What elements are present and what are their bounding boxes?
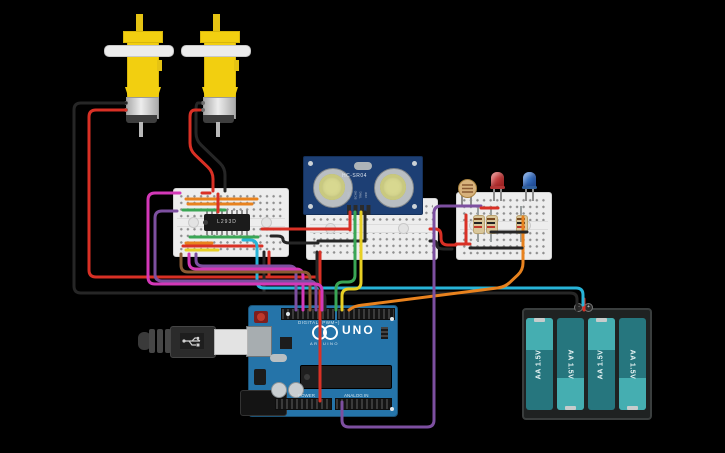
usb-port[interactable]: [246, 326, 272, 357]
power-header-label: POWER: [298, 393, 316, 398]
usb-plug[interactable]: [138, 326, 248, 358]
motor-terminal[interactable]: [124, 108, 128, 112]
motor-terminal[interactable]: [201, 101, 205, 105]
arduino-label: ARDUINO: [310, 341, 339, 346]
dc-gearmotor-right[interactable]: [181, 8, 251, 144]
sensor-crystal: [354, 162, 372, 170]
capacitor: [271, 382, 287, 398]
motor-shaft: [213, 14, 220, 34]
motor-shaft: [136, 14, 143, 34]
screw-hole: [412, 204, 417, 209]
ic-legs: [206, 231, 248, 235]
resistor[interactable]: [516, 206, 528, 242]
motor-driver-ic[interactable]: L293D: [203, 214, 250, 231]
breadboard-thumb-mark: [325, 223, 336, 234]
ldr-squiggle-icon: [462, 184, 473, 193]
screw-hole: [308, 161, 313, 166]
usb-strain-relief: [157, 329, 163, 353]
mounting-hole: [390, 317, 394, 321]
motor-skirt: [202, 87, 238, 98]
resistor[interactable]: [486, 206, 498, 242]
usb-trident-icon: [180, 333, 204, 349]
breadboard-thumb-mark: [188, 217, 199, 228]
motor-terminal[interactable]: [201, 108, 205, 112]
wire-gnd-black-to-pin[interactable]: [315, 250, 327, 312]
battery-cell: AA 1.5V: [619, 318, 646, 410]
atmega-chip: [300, 365, 392, 389]
sensor-label: HC-SR04: [342, 173, 367, 179]
motor-terminal[interactable]: [124, 101, 128, 105]
motor-rear-shaft: [139, 122, 143, 137]
ldr-disc: [458, 179, 477, 198]
sensor-pin-label: VCC: [364, 191, 369, 199]
wire-bundle-brown[interactable]: [179, 252, 312, 312]
screw-hole: [308, 204, 313, 209]
transistor: [254, 369, 266, 385]
wire-bundle-magenta-1[interactable]: [187, 252, 305, 312]
led-leg: [493, 189, 495, 201]
ultrasonic-receiver: [374, 168, 414, 208]
usb-plug-body: [170, 326, 216, 358]
battery-cell-label: AA 1.5V: [597, 349, 605, 380]
motor-skirt: [125, 87, 161, 98]
analog-header[interactable]: [335, 398, 392, 410]
breadboard-thumb-mark: [261, 217, 272, 228]
ic-notch: [203, 220, 208, 225]
usb-metal-tip: [214, 329, 248, 355]
power-header[interactable]: [275, 398, 332, 410]
battery-pack[interactable]: − + AA 1.5V AA 1.5V AA 1.5V AA 1.5V: [522, 303, 652, 420]
wire-bundle-purple-1[interactable]: [194, 252, 298, 312]
ic-label: L293D: [217, 219, 237, 225]
voltage-regulator: [280, 337, 292, 349]
sensor-pins[interactable]: [347, 205, 373, 215]
led-red[interactable]: [490, 172, 505, 204]
battery-cell-label: AA 1.5V: [566, 349, 574, 380]
arduino-logo-icon: [312, 325, 338, 340]
reset-button[interactable]: [254, 311, 268, 323]
usb-strain-relief: [165, 329, 171, 353]
motor-gearbox: [200, 31, 240, 43]
dc-gearmotor-left[interactable]: [104, 8, 174, 144]
led-flange: [490, 186, 505, 189]
sensor-pin-label: ECHO: [353, 190, 358, 200]
led-blue[interactable]: [522, 172, 537, 204]
mounting-hole: [286, 312, 290, 316]
motor-axle: [104, 45, 174, 57]
mounting-hole: [390, 407, 394, 411]
uno-label: UNO: [342, 323, 375, 337]
battery-cell: AA 1.5V: [588, 318, 615, 410]
motor-axle: [181, 45, 251, 57]
led-flange: [522, 186, 537, 189]
sensor-pin-label: TRIG: [358, 191, 363, 199]
led-leg: [525, 189, 527, 201]
screw-hole: [412, 161, 417, 166]
battery-cell: AA 1.5V: [557, 318, 584, 410]
led-leg: [500, 189, 502, 201]
battery-cell-label: AA 1.5V: [535, 349, 543, 380]
motor-nub: [234, 60, 239, 71]
digital-header-right[interactable]: [337, 308, 395, 320]
crystal-oscillator: [270, 354, 287, 362]
usb-cable-end: [138, 332, 151, 350]
motor-gearbox: [123, 31, 163, 43]
sensor-pin-label: GND: [346, 191, 351, 199]
ultrasonic-sensor[interactable]: HC-SR04 GND ECHO TRIG VCC: [303, 156, 423, 215]
arduino-uno[interactable]: DIGITAL (PWM~) UNO ARDUINO POWER ANALOG …: [240, 303, 398, 417]
led-leg: [532, 189, 534, 201]
battery-cell: AA 1.5V: [526, 318, 553, 410]
capacitor: [288, 382, 304, 398]
motor-rear-shaft: [216, 122, 220, 137]
photoresistor[interactable]: [457, 179, 477, 205]
usb-strain-relief: [149, 329, 155, 353]
motor-nub: [157, 60, 162, 71]
icsp-header[interactable]: [381, 327, 388, 339]
breadboard-thumb-mark: [398, 223, 409, 234]
battery-cell-label: AA 1.5V: [628, 349, 636, 380]
battery-positive-terminal[interactable]: +: [584, 303, 593, 312]
resistor[interactable]: [473, 206, 485, 242]
battery-negative-terminal[interactable]: −: [574, 303, 583, 312]
